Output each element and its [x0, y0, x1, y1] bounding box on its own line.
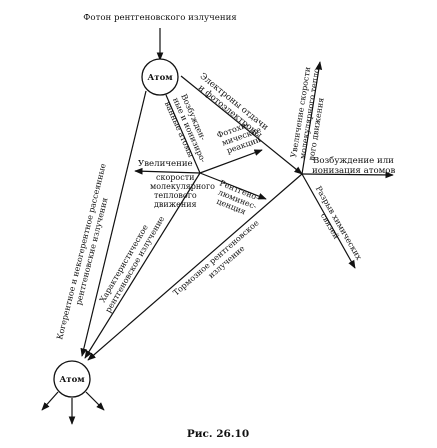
- bottom-out-down-left: [41, 391, 59, 411]
- excitation-label-group: Возбужден- ные и ионизиро- ванные атомы: [163, 93, 208, 165]
- excite-ion-label-1: Возбуждение или: [313, 155, 394, 166]
- electrons-line: [180, 75, 303, 175]
- speed-label-2: молекулярного: [150, 182, 215, 191]
- atom-bottom-label: Атом: [59, 375, 85, 385]
- brems-label-group: Тормозное рентгеновское излучение: [171, 218, 260, 297]
- coherent-line: [80, 90, 147, 357]
- characteristic-label-group: Характеристическое рентгеновское излучен…: [98, 214, 166, 314]
- excitation-line: [165, 94, 201, 174]
- lumin-label-group: Рентгено- люминес- ценция: [215, 179, 260, 217]
- luminescence-line: [199, 172, 267, 200]
- connection-lines: [41, 28, 394, 425]
- atom-top-label: Атом: [147, 73, 173, 83]
- excite-ion-line: [301, 171, 394, 179]
- speed-label-3: теплового: [154, 191, 197, 200]
- brems-label-1: Тормозное рентгеновское: [171, 218, 260, 297]
- mol-up-label-group: Увеличение скорости молекулярного тепло-…: [289, 65, 326, 162]
- figure-caption: Рис. 26.10: [187, 428, 249, 440]
- atom-top-node: Атом: [141, 58, 179, 96]
- coherent-label-group: Когерентное и некогерентное рассеянные р…: [55, 162, 109, 340]
- speed-label-1: скорости: [156, 173, 194, 182]
- coherent-label-1: Когерентное и некогерентное рассеянные: [55, 162, 108, 340]
- bottom-out-down-right: [85, 391, 105, 411]
- mol-motion-up-line: [301, 61, 323, 175]
- excite-ion-label-2: ионизация атомов: [312, 166, 395, 176]
- photochem-line: [199, 149, 263, 174]
- increase-line: [134, 167, 201, 175]
- increase-label: Увеличение: [138, 159, 193, 169]
- speed-label-4: движения: [154, 200, 197, 209]
- photon-label: Фотон рентгеновского излучения: [83, 13, 236, 23]
- electrons-label-1: Электроны отдачи: [198, 71, 271, 132]
- atom-bottom-node: Атом: [53, 360, 91, 398]
- bond-label-1: Разрыв химических: [314, 185, 364, 262]
- bond-break-line: [301, 173, 356, 269]
- bremsstrahlung-line: [87, 173, 303, 361]
- characteristic-line: [84, 172, 201, 359]
